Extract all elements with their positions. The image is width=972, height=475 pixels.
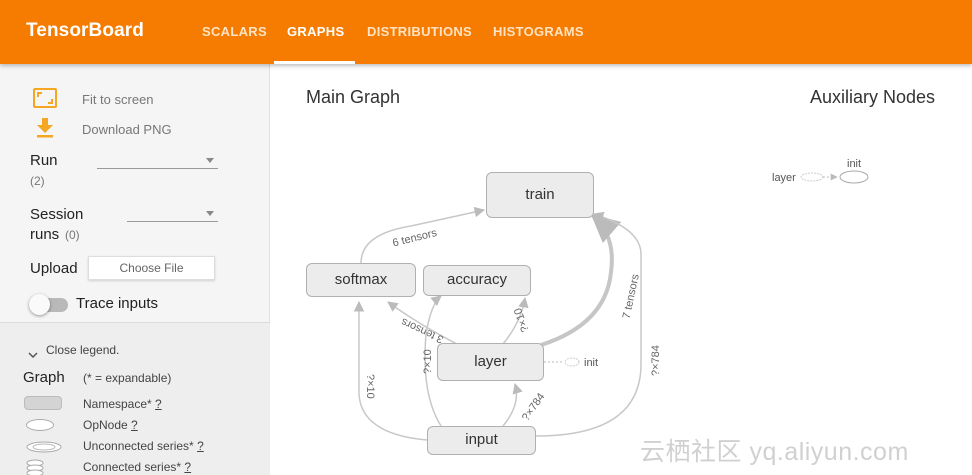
legend-namespace: Namespace* ?: [83, 397, 162, 411]
graph-edges: 6 tensors 3 tensors ?×10 7 tensors ?×10 …: [353, 158, 869, 441]
auxiliary-nodes-title: Auxiliary Nodes: [810, 87, 936, 107]
session-runs-label: runs: [30, 226, 60, 243]
edge-input-train: [535, 211, 642, 437]
edge-layer-softmax: [387, 301, 462, 347]
legend-unconnected-series: Unconnected series* ?: [83, 439, 204, 453]
edge-label: 6 tensors: [391, 227, 438, 250]
session-count: (0): [65, 228, 80, 242]
graph-panel: Main Graph Auxiliary Nodes 6 tensors 3 t…: [271, 64, 972, 475]
edge-label: ?×10: [422, 349, 434, 374]
edge-label: ?×10: [364, 374, 376, 399]
legend-connected-series: Connected series* ?: [83, 460, 192, 474]
edge-label: ?×10: [512, 306, 532, 333]
top-app-bar: TensorBoard SCALARS GRAPHS DISTRIBUTIONS…: [0, 0, 972, 64]
node-softmax[interactable]: softmax: [306, 263, 416, 297]
watermark: 云栖社区 yq.aliyun.com: [640, 438, 909, 466]
node-train[interactable]: train: [486, 172, 594, 218]
main-graph-title: Main Graph: [306, 87, 401, 107]
node-layer[interactable]: layer: [437, 343, 544, 381]
help-link[interactable]: ?: [184, 460, 192, 474]
tab-scalars[interactable]: SCALARS: [202, 24, 267, 39]
init-shape-icon: [564, 357, 580, 367]
chevron-down-icon[interactable]: [206, 211, 214, 216]
trace-inputs-label: Trace inputs: [76, 295, 158, 312]
run-select[interactable]: [97, 168, 218, 169]
edge-label: ?×784: [650, 345, 662, 376]
active-tab-indicator: [274, 61, 355, 64]
brand-title: TensorBoard: [26, 20, 144, 41]
tab-distributions[interactable]: DISTRIBUTIONS: [367, 24, 473, 39]
tab-graphs[interactable]: GRAPHS: [287, 24, 345, 39]
choose-file-button[interactable]: Choose File: [88, 256, 215, 280]
fit-screen-icon[interactable]: [33, 88, 57, 108]
node-accuracy[interactable]: accuracy: [423, 265, 531, 296]
edge-input-accuracy: [424, 295, 442, 427]
session-label: Session: [30, 206, 84, 223]
expandable-note: (* = expandable): [83, 371, 172, 385]
chevron-down-icon[interactable]: [206, 158, 214, 163]
sidebar: Fit to screen Download PNG Run (2) Sessi…: [0, 64, 270, 475]
legend-opnode: OpNode ?: [83, 418, 138, 432]
unconnected-series-icon: [26, 440, 62, 453]
close-legend-link[interactable]: Close legend.: [46, 343, 120, 357]
edge-softmax-train: [360, 206, 486, 264]
connected-series-icon: [26, 459, 44, 475]
opnode-shape-icon: [26, 419, 54, 431]
chevron-down-icon[interactable]: [28, 345, 38, 359]
edge-label: 7 tensors: [621, 273, 642, 320]
aux-layer-shape-icon[interactable]: [800, 172, 824, 182]
help-link[interactable]: ?: [131, 418, 138, 432]
session-runs-select[interactable]: [127, 221, 218, 222]
fit-to-screen-button[interactable]: Fit to screen: [82, 92, 154, 107]
edge-label: 3 tensors: [399, 315, 446, 345]
edge-label: ?×784: [520, 391, 548, 423]
download-icon[interactable]: [36, 118, 54, 138]
upload-label: Upload: [30, 260, 78, 277]
edge-input-layer: [502, 382, 523, 427]
help-link[interactable]: ?: [197, 439, 204, 453]
aux-layer-label: layer: [772, 172, 796, 184]
run-label: Run: [30, 152, 58, 169]
aux-init-node[interactable]: [839, 170, 869, 184]
namespace-shape-icon: [24, 396, 62, 410]
init-label: init: [584, 357, 598, 369]
edge-layer-train: [540, 214, 622, 347]
help-link[interactable]: ?: [155, 397, 162, 411]
edge-layer-accuracy: [502, 296, 529, 345]
aux-init-label: init: [847, 158, 861, 170]
run-count: (2): [30, 174, 45, 188]
legend-panel: Close legend. Graph (* = expandable) Nam…: [0, 322, 270, 475]
node-input[interactable]: input: [427, 426, 536, 455]
download-png-button[interactable]: Download PNG: [82, 122, 172, 137]
legend-graph-title: Graph: [23, 369, 65, 386]
tab-histograms[interactable]: HISTOGRAMS: [493, 24, 584, 39]
edge-input-softmax: [353, 300, 428, 441]
toggle-knob[interactable]: [29, 294, 50, 315]
